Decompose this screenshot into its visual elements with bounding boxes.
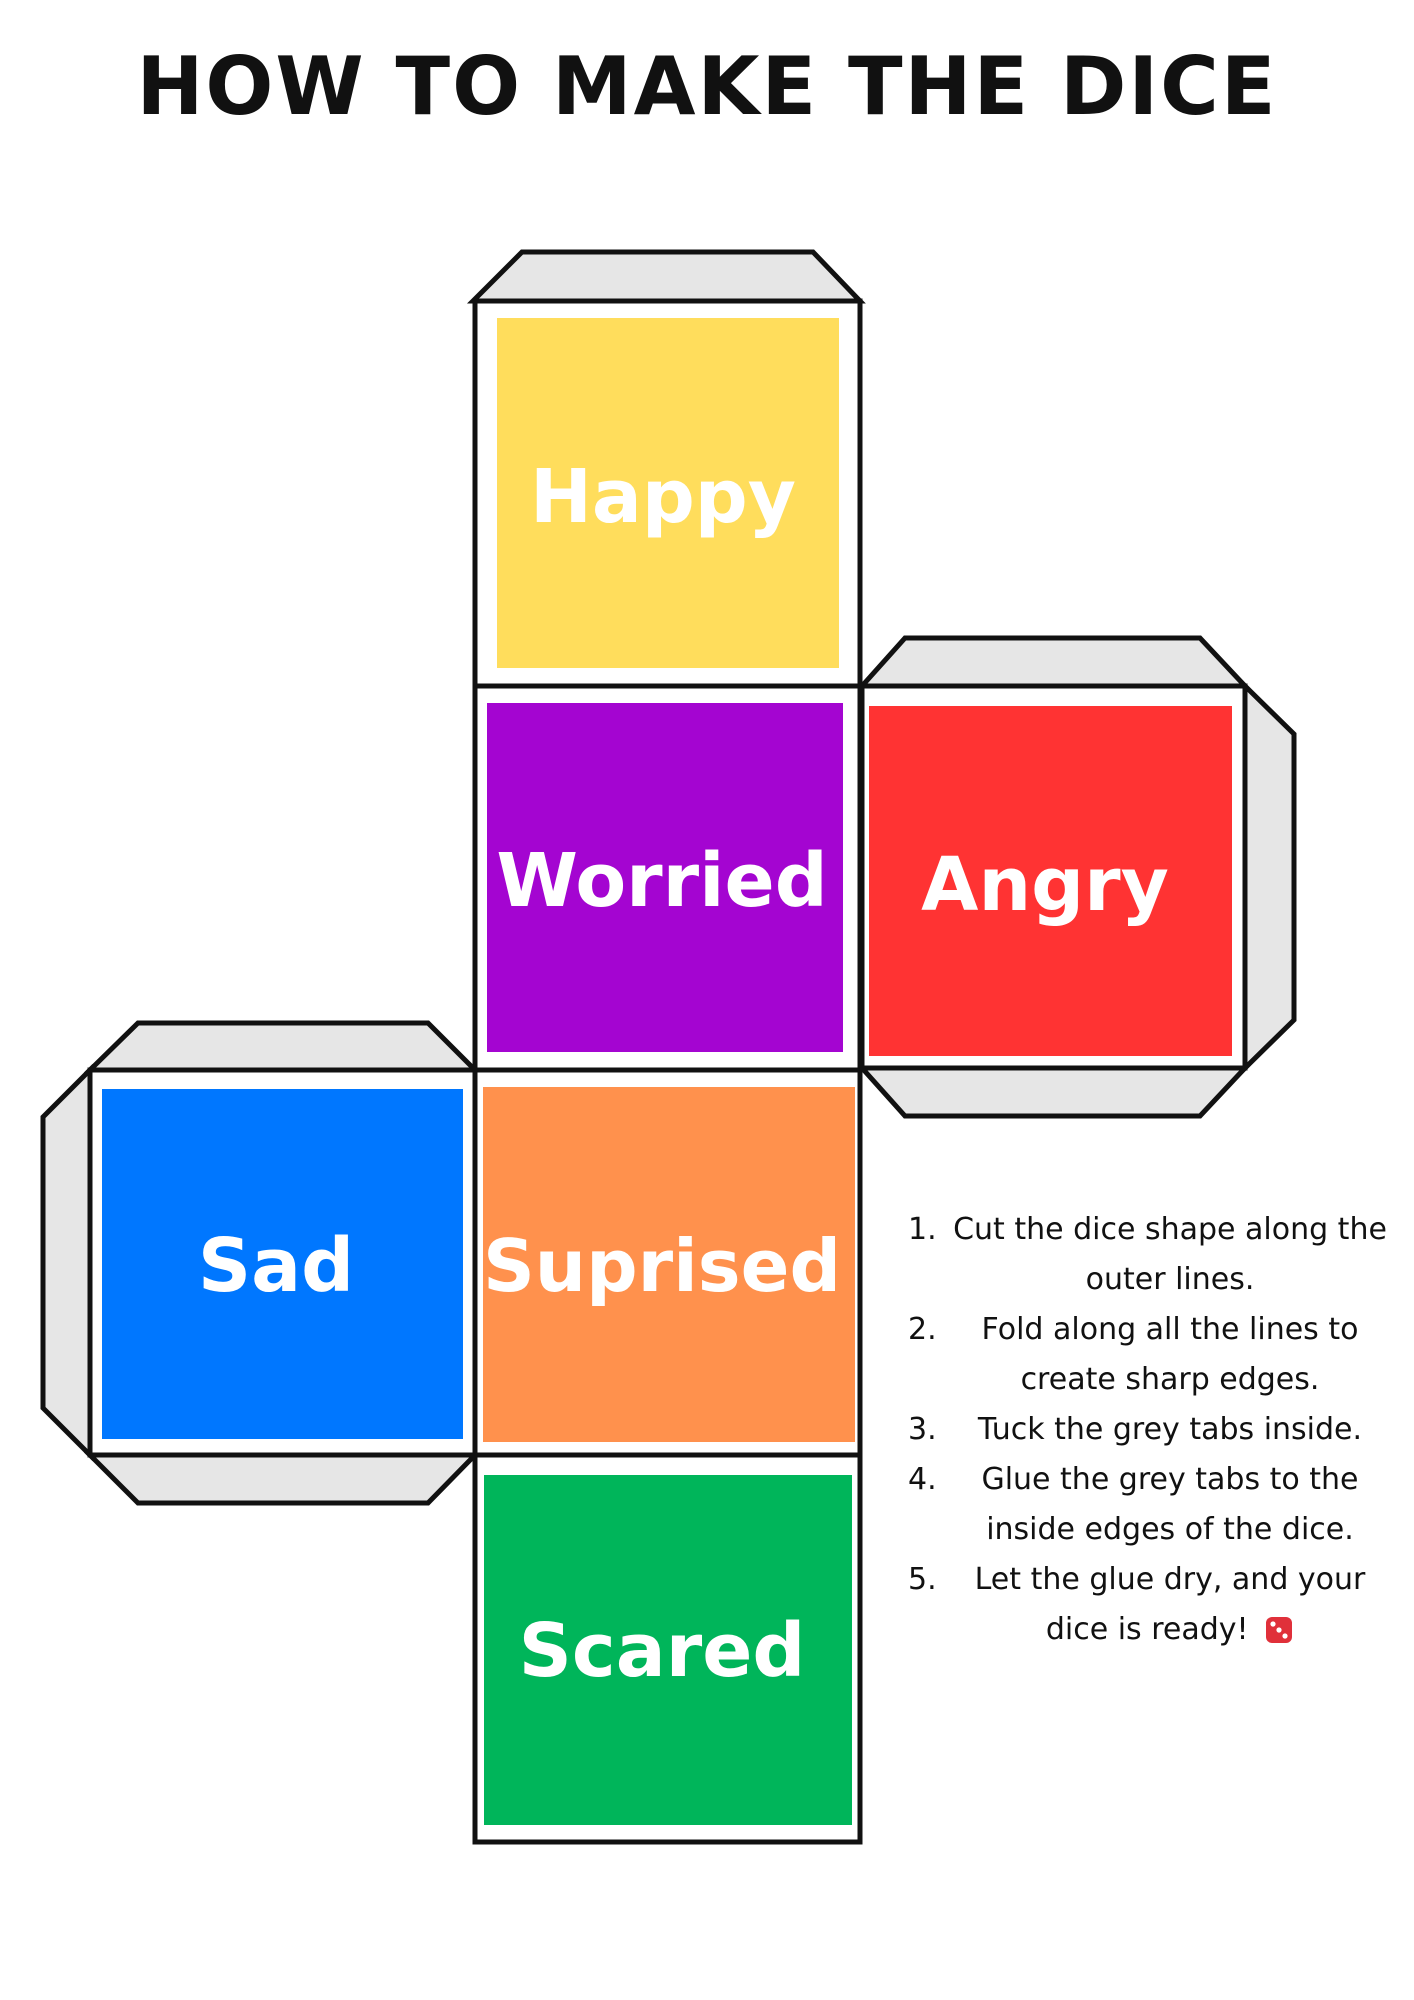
instruction-number: 1. — [908, 1212, 937, 1247]
tab-bottom-sad — [83, 1452, 481, 1506]
instruction-number: 3. — [908, 1412, 937, 1447]
face-label-angry: Angry — [921, 842, 1169, 928]
face-label-sad: Sad — [198, 1223, 354, 1309]
instruction-text: Cut the dice shape along the outer lines… — [953, 1212, 1387, 1297]
face-label-worried: Worried — [496, 838, 827, 924]
tab-left-sad — [40, 1063, 93, 1462]
instruction-number: 5. — [908, 1562, 937, 1597]
face-worried — [487, 703, 843, 1052]
face-angry — [869, 706, 1232, 1056]
face-label-suprised: Suprised — [483, 1224, 841, 1308]
face-suprised — [483, 1087, 855, 1442]
face-happy — [497, 318, 839, 668]
instruction-number: 4. — [908, 1462, 937, 1497]
face-label-scared: Scared — [519, 1608, 806, 1694]
page-title: HOW TO MAKE THE DICE — [136, 40, 1278, 133]
tab-bottom-angry — [856, 1065, 1251, 1119]
tab-right-angry — [1242, 680, 1297, 1074]
instructions-list: 1. Cut the dice shape along the outer li… — [908, 1205, 1388, 1655]
tab-top-happy — [466, 249, 866, 304]
instruction-text: Let the glue dry, and your dice is ready… — [974, 1562, 1366, 1647]
face-label-happy: Happy — [530, 454, 796, 540]
instruction-text: Fold along all the lines to create sharp… — [981, 1312, 1359, 1397]
tab-top-sad — [83, 1020, 482, 1073]
instruction-text: Glue the grey tabs to the inside edges o… — [981, 1462, 1359, 1547]
instruction-number: 2. — [908, 1312, 937, 1347]
instruction-item: 3. Tuck the grey tabs inside. — [908, 1405, 1388, 1455]
instruction-item: 4. Glue the grey tabs to the inside edge… — [908, 1455, 1388, 1555]
face-scared — [484, 1475, 852, 1825]
instruction-item: 5. Let the glue dry, and your dice is re… — [908, 1555, 1388, 1655]
instruction-item: 2. Fold along all the lines to create sh… — [908, 1305, 1388, 1405]
red-dice-icon — [1266, 1617, 1293, 1643]
tab-top-angry — [856, 635, 1251, 689]
instruction-text: Tuck the grey tabs inside. — [977, 1412, 1363, 1447]
face-sad — [102, 1089, 463, 1439]
instruction-item: 1. Cut the dice shape along the outer li… — [908, 1205, 1388, 1305]
